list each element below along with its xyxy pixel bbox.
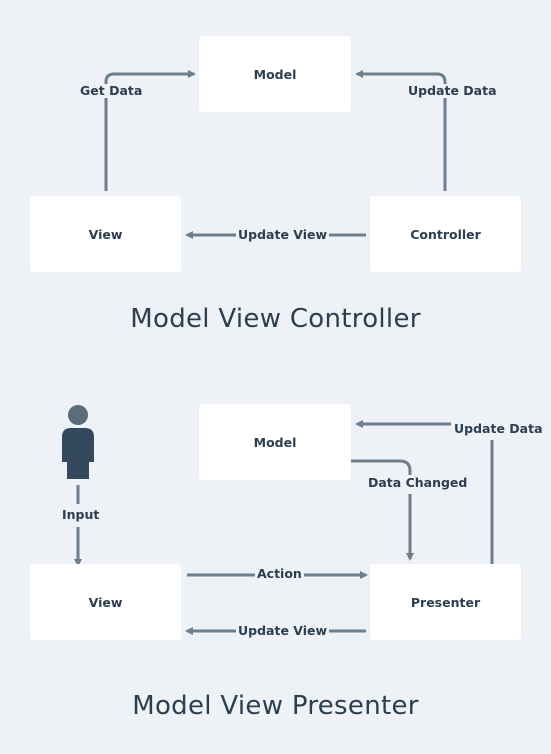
mvp-view-box: View [30, 564, 181, 640]
mvc-update-view-label: Update View [236, 227, 330, 242]
mvp-update-view-label: Update View [236, 623, 330, 638]
mvp-presenter-label: Presenter [410, 594, 481, 610]
mvc-title: Model View Controller [130, 304, 421, 334]
mvc-update-data-label: Update Data [406, 83, 499, 98]
mvp-update-data-label: Update Data [452, 421, 545, 436]
mvc-controller-box: Controller [370, 196, 521, 272]
mvp-input-label: Input [60, 507, 102, 522]
mvc-view-box: View [30, 196, 181, 272]
user-icon [62, 405, 94, 479]
mvc-view-label: View [88, 226, 123, 242]
mvc-model-box: Model [199, 36, 351, 112]
mvp-update-data-arrow [357, 422, 494, 566]
mvc-get-data-arrow [104, 70, 196, 191]
mvc-model-label: Model [253, 66, 297, 82]
mvp-action-label: Action [255, 566, 304, 581]
mvp-data-changed-label: Data Changed [366, 475, 470, 490]
mvc-controller-label: Controller [410, 226, 481, 242]
mvp-presenter-box: Presenter [370, 564, 521, 640]
mvp-model-box: Model [199, 404, 351, 480]
mvp-title: Model View Presenter [132, 691, 419, 721]
mvc-get-data-label: Get Data [78, 83, 145, 98]
mvp-view-label: View [88, 594, 123, 610]
mvc-update-data-arrow [355, 70, 447, 191]
mvp-model-label: Model [253, 434, 297, 450]
